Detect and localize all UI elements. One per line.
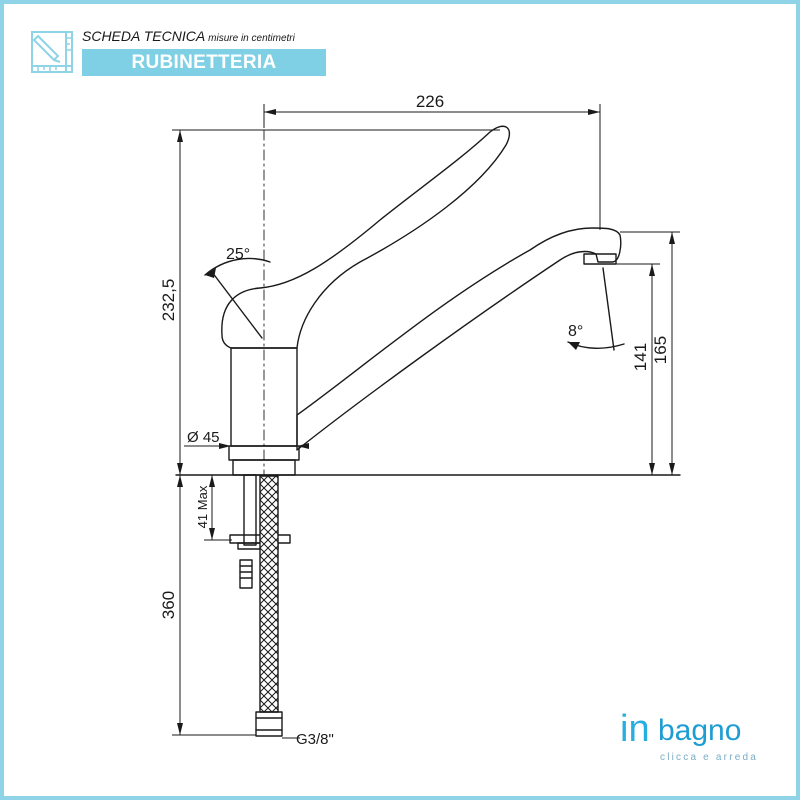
spout [296,227,622,451]
dim-226-label: 226 [416,92,444,111]
shank [243,474,257,546]
dim-diameter-label: Ø 45 [187,429,220,446]
ruler-pencil-icon [31,31,73,73]
dim-thread-label: G3/8" [296,731,334,748]
category-banner: RUBINETTERIA [82,49,326,76]
brand-tagline: clicca e arreda [660,752,759,763]
dim-141-label: 141 [631,343,650,371]
page-subtitle: misure in centimetri [208,33,295,44]
lever-handle [221,125,511,349]
brand-name-in: in [620,708,650,750]
dim-165-label: 165 [651,336,670,364]
page-title: SCHEDA TECNICA [82,28,206,44]
inlet-connector [239,559,253,589]
dim-232-label: 232,5 [159,279,178,322]
spout-aerator [583,253,617,265]
dim-360-label: 360 [159,591,178,619]
brand-logo: in bagno clicca e arreda [620,708,770,768]
dim-41-label: 41 Max [195,485,210,528]
handle-angle-arc [204,257,271,276]
hose-nut [255,711,283,737]
dim-angle-8-label: 8° [568,323,583,340]
brand-name-bagno: bagno [658,714,742,747]
flexible-hose [259,475,279,713]
dim-angle-25-label: 25° [226,246,250,263]
